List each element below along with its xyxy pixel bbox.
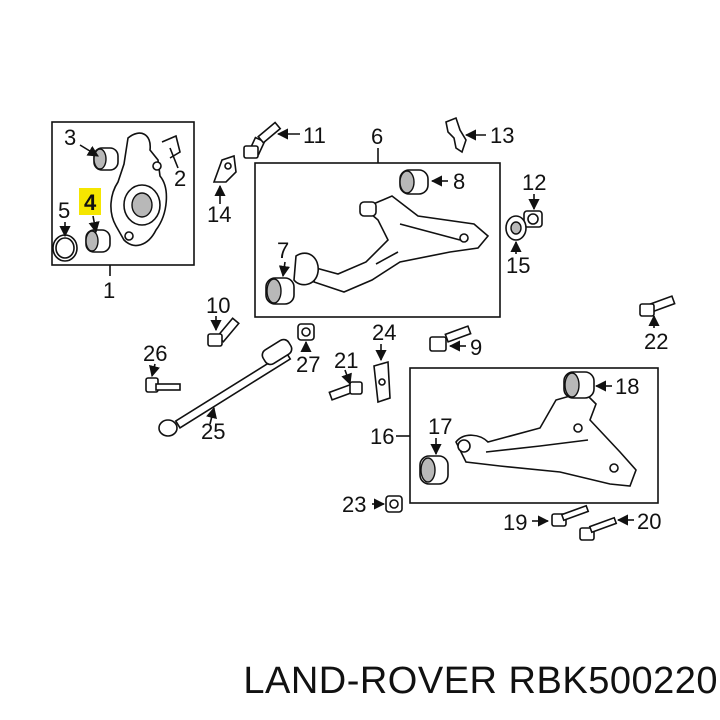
callout-21: 21	[334, 348, 358, 373]
callout-22: 22	[644, 329, 668, 354]
nut-27	[297, 323, 315, 341]
bushing-4	[85, 229, 111, 253]
callout-16: 16	[370, 424, 394, 449]
tie-rod-25	[145, 338, 293, 437]
bushing-15	[505, 215, 527, 241]
callout-12: 12	[522, 170, 546, 195]
callout-17: 17	[428, 414, 452, 439]
bracket-14	[212, 154, 237, 183]
bushing-18	[563, 371, 595, 399]
bolt-19	[551, 504, 590, 527]
callout-7: 7	[277, 238, 289, 263]
callout-13: 13	[490, 123, 514, 148]
bushing-8	[399, 169, 429, 195]
callout-27: 27	[296, 352, 320, 377]
snap-ring-5	[52, 234, 78, 262]
bolt-11	[243, 121, 282, 159]
callout-6: 6	[371, 124, 383, 149]
bolt-20	[579, 516, 618, 541]
callout-26: 26	[143, 341, 167, 366]
callout-10: 10	[206, 293, 230, 318]
callout-24: 24	[372, 320, 396, 345]
lower-control-arm	[455, 391, 637, 487]
upper-control-arm	[293, 195, 490, 293]
callout-19: 19	[503, 510, 527, 535]
clip-13	[445, 116, 467, 154]
knuckle-part	[110, 132, 181, 247]
bushing-3	[93, 147, 119, 171]
callout-2: 2	[174, 166, 186, 191]
callout-8: 8	[453, 169, 465, 194]
callout-23: 23	[342, 492, 366, 517]
callout-18: 18	[615, 374, 639, 399]
part-number-caption: LAND-ROVER RBK500220	[243, 660, 718, 702]
bolt-22	[639, 295, 676, 317]
callout-3: 3	[64, 125, 76, 150]
callout-25: 25	[201, 419, 225, 444]
callout-9: 9	[470, 335, 482, 360]
callout-14: 14	[207, 202, 231, 227]
callout-20: 20	[637, 509, 661, 534]
callout-1: 1	[103, 278, 115, 303]
bushing-17	[419, 455, 449, 485]
knuckle-group-box	[51, 121, 195, 266]
bolt-9	[429, 325, 472, 352]
callout-5: 5	[58, 198, 70, 223]
callout-4: 4	[84, 190, 97, 215]
bracket-24	[373, 360, 391, 404]
callout-15: 15	[506, 253, 530, 278]
bolt-21	[328, 381, 363, 401]
bolt-10	[207, 317, 240, 347]
part-4-highlight	[79, 188, 101, 215]
nut-12	[523, 210, 543, 228]
nut-23	[385, 495, 403, 513]
bushing-7	[265, 277, 295, 305]
callout-11: 11	[303, 123, 326, 148]
